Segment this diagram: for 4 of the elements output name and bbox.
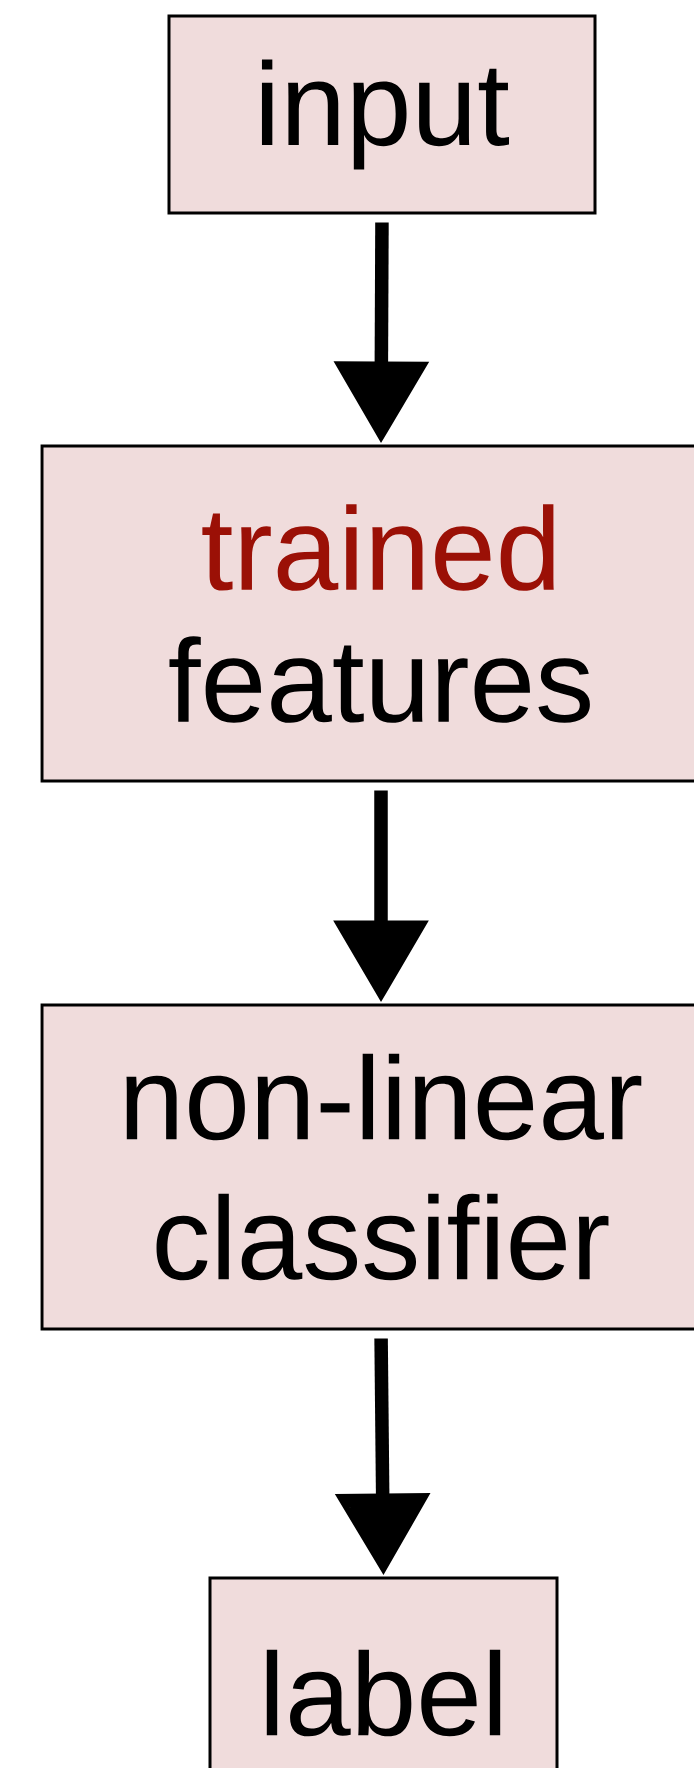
- process-box: label: [208, 1576, 559, 1768]
- process-box: non-linear classifier: [40, 1003, 694, 1331]
- process-box: trained features: [40, 444, 694, 783]
- process-box: input: [167, 14, 597, 215]
